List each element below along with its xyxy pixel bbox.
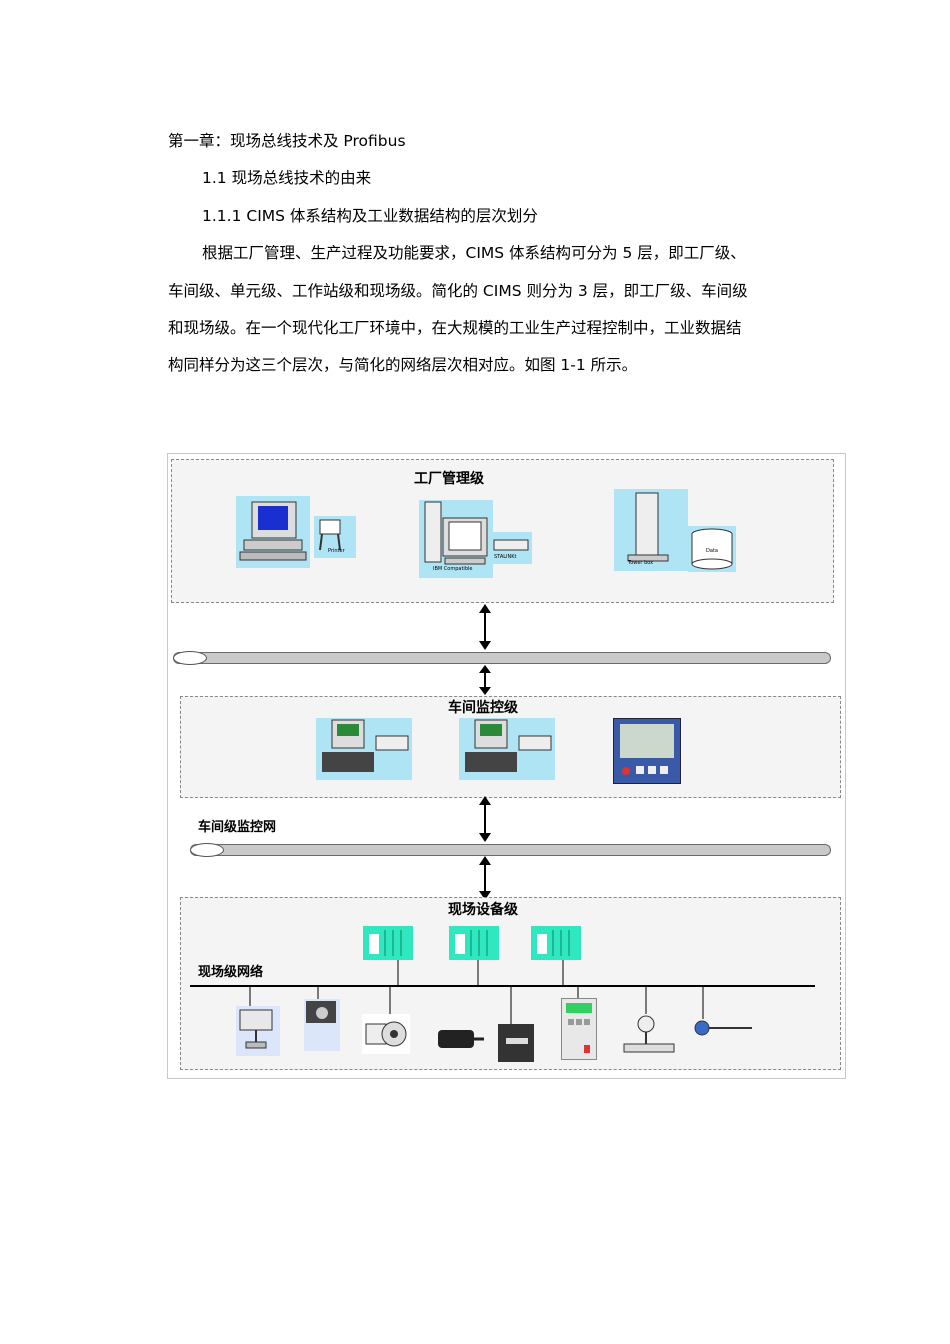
operator-station-graphic bbox=[322, 719, 409, 772]
temperature-sensor-icon bbox=[690, 1016, 752, 1044]
hmi-panel-icon bbox=[613, 718, 681, 784]
valve-actuator-graphic bbox=[239, 1009, 273, 1049]
modem-icon bbox=[490, 532, 532, 564]
tower-server-icon bbox=[614, 489, 688, 571]
chapter-heading: 第一章：现场总线技术及 Profibus bbox=[168, 132, 406, 150]
cims-figure: 工厂管理级 Printer IBM Compatible STALINKt bbox=[167, 453, 846, 1079]
temperature-sensor-graphic bbox=[694, 1020, 752, 1036]
frequency-converter-icon bbox=[498, 1024, 534, 1062]
field-title: 现场设备级 bbox=[448, 902, 518, 918]
workshop-net-label: 车间级监控网 bbox=[198, 820, 277, 835]
printer-icon bbox=[314, 516, 356, 558]
printer-label: Printer bbox=[328, 548, 345, 554]
tower-server-graphic bbox=[627, 492, 669, 562]
operator-station-graphic bbox=[465, 719, 552, 772]
drive-unit-graphic bbox=[306, 1001, 336, 1023]
flowmeter-graphic bbox=[623, 1015, 675, 1053]
workstation-icon bbox=[236, 496, 310, 568]
servo-motor-icon bbox=[436, 1026, 484, 1052]
data-store-icon bbox=[688, 526, 736, 572]
operator-station-1-icon bbox=[316, 718, 412, 780]
operator-station-2-icon bbox=[459, 718, 555, 780]
modem-graphic bbox=[493, 539, 529, 551]
updown-arrow-icon bbox=[479, 665, 491, 695]
valve-actuator-icon bbox=[236, 1006, 280, 1056]
flowmeter-icon bbox=[622, 1012, 678, 1058]
modem-label: STALINKt bbox=[494, 554, 517, 560]
updown-arrow-icon bbox=[479, 604, 491, 650]
body-line-1: 根据工厂管理、生产过程及功能要求，CIMS 体系结构可分为 5 层，即工厂级、 bbox=[202, 244, 746, 262]
workshop-title: 车间监控级 bbox=[448, 700, 518, 716]
factory-title: 工厂管理级 bbox=[414, 471, 484, 487]
section-heading: 1.1 现场总线技术的由来 bbox=[202, 169, 372, 187]
data-store-graphic bbox=[691, 528, 733, 570]
pump-icon bbox=[362, 1014, 410, 1054]
ibm-pc-graphic bbox=[424, 501, 488, 565]
plc-graphic bbox=[455, 930, 488, 956]
drive-unit-icon bbox=[304, 999, 340, 1051]
ibm-label: IBM Compatible bbox=[433, 566, 473, 572]
pipe-end-cap bbox=[190, 843, 224, 857]
field-net-label: 现场级网络 bbox=[198, 965, 264, 980]
pump-graphic bbox=[365, 1021, 407, 1047]
controller-panel-icon bbox=[561, 998, 597, 1060]
body-line-4: 构同样分为这三个层次，与简化的网络层次相对应。如图 1-1 所示。 bbox=[168, 356, 638, 374]
field-bus-lines bbox=[190, 960, 815, 1039]
updown-arrow-icon bbox=[479, 796, 491, 842]
body-line-3: 和现场级。在一个现代化工厂环境中，在大规模的工业生产过程控制中，工业数据结 bbox=[168, 319, 742, 337]
printer-graphic bbox=[319, 519, 341, 551]
body-line-2: 车间级、单元级、工作站级和现场级。简化的 CIMS 则分为 3 层，即工厂级、车… bbox=[168, 282, 748, 300]
subsection-heading: 1.1.1 CIMS 体系结构及工业数据结构的层次划分 bbox=[202, 207, 538, 225]
data-label: Data bbox=[706, 548, 718, 554]
controller-panel-graphic bbox=[566, 1003, 592, 1053]
workstation-graphic bbox=[239, 501, 307, 561]
tower-label: Tower box bbox=[628, 560, 654, 566]
updown-arrow-icon bbox=[479, 856, 491, 900]
plc-graphic bbox=[369, 930, 402, 956]
servo-motor-graphic bbox=[438, 1030, 484, 1048]
plc-2-icon bbox=[449, 926, 499, 960]
plc-1-icon bbox=[363, 926, 413, 960]
pipe-end-cap bbox=[173, 651, 207, 665]
hmi-panel-graphic bbox=[620, 724, 674, 775]
frequency-converter-graphic bbox=[506, 1038, 528, 1044]
plc-graphic bbox=[537, 930, 570, 956]
plc-3-icon bbox=[531, 926, 581, 960]
ibm-pc-icon bbox=[419, 500, 493, 578]
